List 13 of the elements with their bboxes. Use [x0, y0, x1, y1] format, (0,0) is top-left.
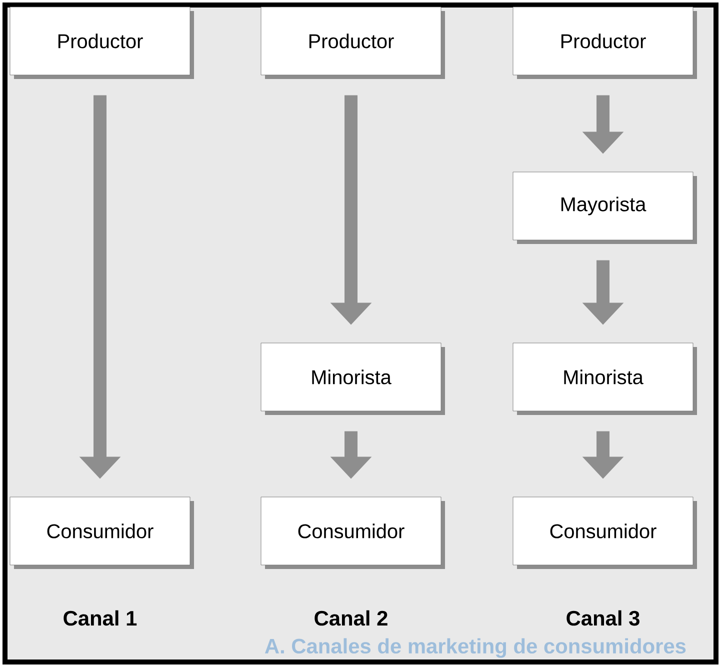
process-box: Minorista	[512, 342, 697, 415]
caption: A. Canales de marketing de consumidores	[264, 638, 686, 658]
channel-label: Canal 1	[64, 610, 137, 626]
channel-label: Canal 3	[566, 610, 640, 626]
process-box: Consumidor	[512, 496, 697, 569]
process-box: Productor	[512, 6, 697, 79]
channel-label: Canal 2	[314, 610, 388, 626]
process-box: Consumidor	[260, 496, 445, 569]
process-box: Minorista	[260, 342, 445, 415]
process-box: Productor	[10, 6, 194, 79]
process-box: Mayorista	[512, 172, 697, 244]
process-box: Productor	[260, 6, 445, 79]
process-box: Consumidor	[10, 496, 194, 569]
